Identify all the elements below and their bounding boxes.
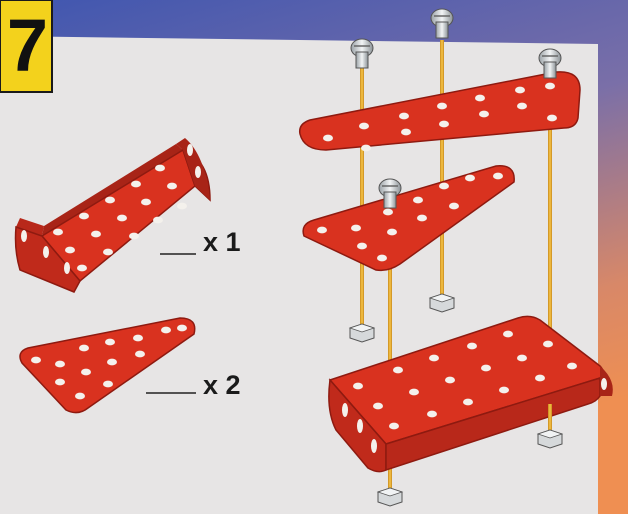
step-number: 7 xyxy=(0,0,50,92)
square-nut-icon xyxy=(378,488,402,506)
square-nut-icon xyxy=(430,294,454,312)
square-nut-icon xyxy=(350,324,374,342)
flanged-plate-quantity: x 1 xyxy=(203,229,241,256)
triangular-plate-quantity: x 2 xyxy=(203,372,241,399)
square-nut-icon xyxy=(538,430,562,448)
